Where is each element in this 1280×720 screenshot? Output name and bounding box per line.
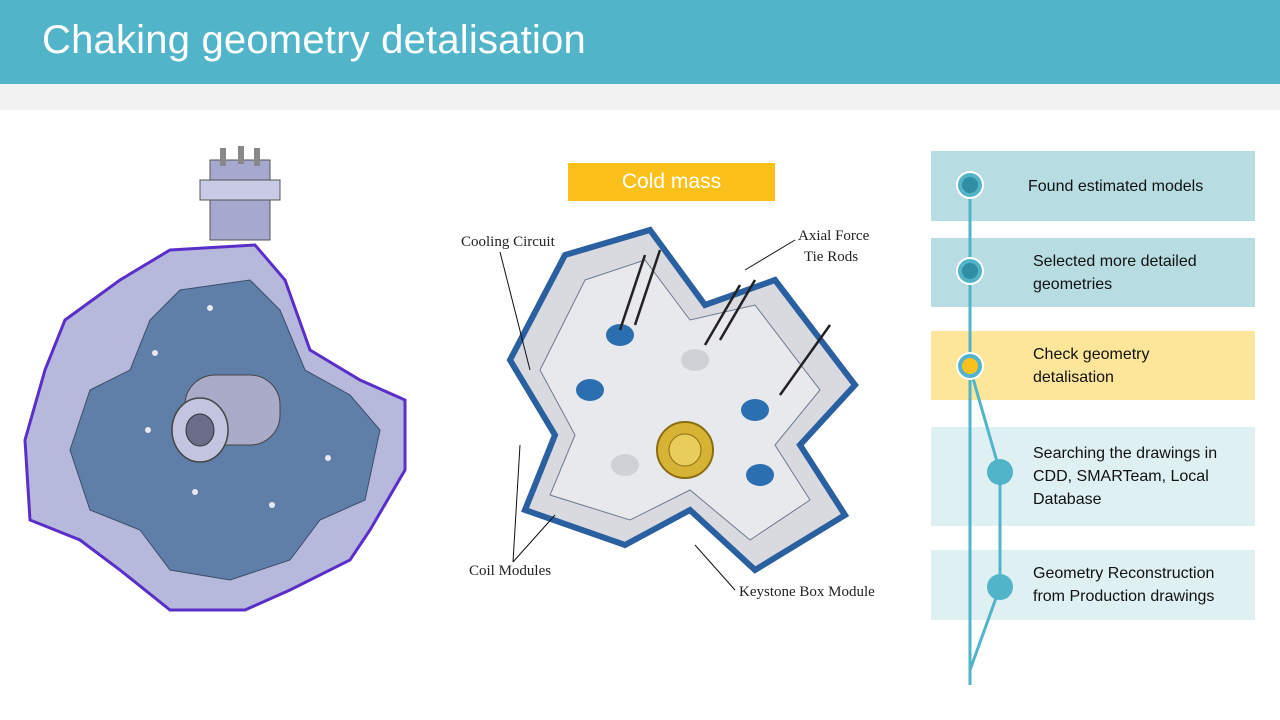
cold-mass-schematic-figure: Cooling Circuit Axial Force Tie Rods Coi… <box>461 226 875 600</box>
slide-title: Chaking geometry detalisation <box>42 18 586 62</box>
central-cylinder <box>171 374 281 463</box>
step-found-estimated-models: Found estimated models <box>931 151 1255 221</box>
label-coil-modules: Coil Modules <box>469 563 551 579</box>
label-tie-rods: Tie Rods <box>804 249 858 265</box>
node-done-1 <box>956 171 984 199</box>
title-bar: Chaking geometry detalisation <box>0 0 1280 84</box>
plate-holes <box>145 305 331 508</box>
label-keystone-box-module: Keystone Box Module <box>739 584 875 600</box>
step-geometry-reconstruction: Geometry Reconstruction from Production … <box>931 550 1255 620</box>
step-text: Check geometry detalisation <box>1033 345 1150 386</box>
label-axial-force: Axial Force <box>798 228 870 244</box>
node-branch-2 <box>987 574 1013 600</box>
step-text: Found estimated models <box>1028 177 1204 195</box>
node-branch-1 <box>987 459 1013 485</box>
step-text: Selected more detailed geometries <box>1033 252 1197 293</box>
step-check-geometry-detalisation: Check geometry detalisation <box>931 331 1255 400</box>
step-searching-drawings: Searching the drawings in CDD, SMARTeam,… <box>931 427 1255 526</box>
schematic-body <box>506 226 859 574</box>
node-done-2 <box>956 257 984 285</box>
step-text: Geometry Reconstruction from Production … <box>1033 565 1215 605</box>
node-current <box>956 352 984 380</box>
label-cooling-circuit: Cooling Circuit <box>461 234 556 250</box>
leader-lines <box>499 239 796 591</box>
cad-cold-mass-figure <box>23 146 407 612</box>
header-sub-band <box>0 84 1280 110</box>
step-selected-detailed-geometries: Selected more detailed geometries <box>931 238 1255 307</box>
step-text: Searching the drawings in CDD, SMARTeam,… <box>1033 445 1218 508</box>
top-turret <box>199 146 281 241</box>
timeline-branch-line <box>968 367 1002 671</box>
process-timeline <box>956 171 1013 685</box>
cold-mass-badge: Cold mass <box>568 163 775 201</box>
